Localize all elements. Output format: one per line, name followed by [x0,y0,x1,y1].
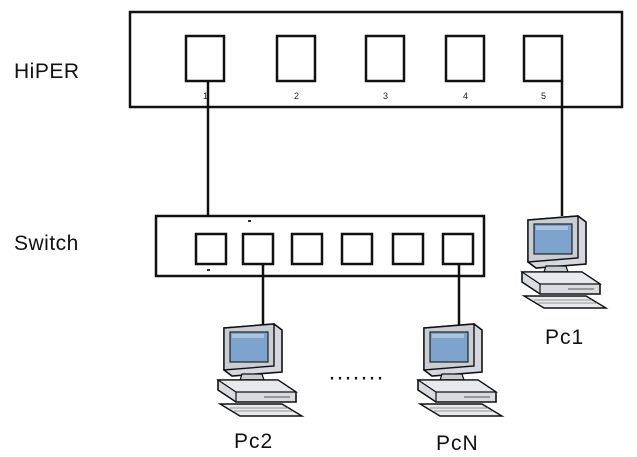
pc1-label: Pc1 [545,326,585,349]
switch-port [290,232,324,266]
router-port-number: 5 [541,91,546,101]
switch-port [194,232,228,266]
router-port-2 [275,34,317,83]
switch-label: Switch [14,232,79,255]
router-label: HiPER [14,60,80,83]
switch-port [241,232,275,266]
pc2-label: Pc2 [234,430,274,453]
switch-port [441,232,475,266]
router-port-5 [522,34,564,83]
pcn-label: PcN [436,432,479,455]
router-port-3 [364,34,406,83]
router-port-1 [184,34,226,83]
router-port-number: 4 [463,91,468,101]
router-port-number: 1 [203,91,208,101]
switch-port [391,232,425,266]
switch-port [340,232,374,266]
router-port-number: 3 [383,91,388,101]
desktop-computer-icon [417,323,503,417]
desktop-computer-icon [217,323,303,417]
switch-indicator-dot [248,220,251,222]
switch-indicator-dot [207,269,210,271]
ellipsis-dots: ······· [328,364,384,391]
router-port-4 [444,34,486,83]
router-port-number: 2 [294,91,299,101]
desktop-computer-icon [521,215,607,309]
